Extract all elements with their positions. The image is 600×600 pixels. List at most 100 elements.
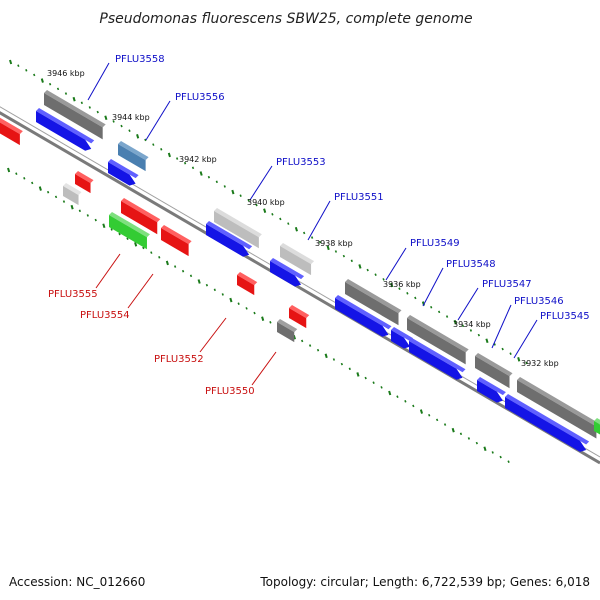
tick-mark (183, 161, 187, 165)
tick-mark (199, 171, 203, 176)
tick-mark (374, 273, 377, 277)
gene-label[interactable]: PFLU3554 (80, 310, 130, 321)
reverse-cds[interactable] (161, 225, 192, 257)
tick-mark (501, 347, 504, 351)
gene-feature[interactable] (407, 315, 469, 365)
tick-mark (25, 68, 28, 72)
tick-mark (104, 115, 108, 121)
tick-mark (167, 152, 171, 158)
gene-feature[interactable] (44, 90, 106, 140)
tick-mark (88, 106, 91, 109)
tick-mark (507, 460, 510, 463)
gene-label[interactable]: PFLU3551 (334, 192, 384, 203)
tick-mark (191, 166, 195, 170)
tick-mark (229, 297, 233, 303)
gene-label[interactable]: PFLU3546 (514, 296, 564, 307)
gene-label[interactable]: PFLU3545 (540, 311, 590, 322)
scale-label: 3934 kbp (453, 320, 491, 329)
tick-mark (445, 315, 449, 318)
forward-cds[interactable] (335, 295, 392, 337)
tick-mark (469, 329, 473, 332)
gene-feature[interactable] (517, 377, 600, 439)
tick-mark (181, 269, 185, 273)
reverse-cds[interactable] (75, 171, 94, 194)
tick-mark (120, 124, 123, 128)
gene-feature[interactable] (63, 183, 82, 206)
gene-feature[interactable] (280, 243, 315, 276)
tick-mark (136, 134, 140, 139)
scale-label: 3944 kbp (112, 113, 150, 122)
tick-mark (525, 361, 528, 365)
forward-gene-labels: PFLU3558 PFLU3556 PFLU3553 PFLU3551 PFLU… (115, 54, 590, 322)
tick-mark (485, 338, 489, 344)
label-leader-line (87, 62, 110, 101)
tick-mark (94, 218, 97, 222)
gene-label[interactable]: PFLU3547 (482, 279, 532, 290)
tick-mark (428, 413, 431, 417)
scale-label: 3942 kbp (179, 155, 217, 164)
map-title: Pseudomonas fluorescens SBW25, complete … (99, 11, 472, 27)
gene-feature[interactable] (118, 141, 149, 172)
forward-cds[interactable] (409, 338, 466, 380)
tick-mark (189, 274, 193, 278)
tick-mark (443, 423, 447, 426)
tick-mark (340, 362, 344, 366)
gene-label[interactable]: PFLU3552 (154, 354, 204, 365)
scale-label: 3932 kbp (521, 359, 559, 368)
reverse-cds[interactable] (0, 116, 23, 146)
tick-mark (356, 372, 360, 377)
tick-mark (517, 357, 521, 362)
tick-mark (467, 437, 471, 440)
gene-feature[interactable] (109, 212, 150, 250)
label-leader-line (491, 304, 512, 349)
label-leader-line (307, 200, 331, 241)
gene-label[interactable]: PFLU3549 (410, 238, 460, 249)
tick-mark (86, 214, 89, 217)
forward-cds[interactable] (505, 394, 590, 452)
forward-cds[interactable] (36, 108, 95, 151)
gene-label[interactable]: PFLU3556 (175, 92, 225, 103)
reverse-cds[interactable] (121, 198, 161, 235)
forward-cds[interactable] (477, 377, 506, 403)
gene-label[interactable]: PFLU3548 (446, 259, 496, 270)
forward-cds[interactable] (391, 327, 413, 349)
gene-label[interactable]: PFLU3550 (205, 386, 255, 397)
tick-mark (316, 348, 320, 352)
gene-label[interactable]: PFLU3553 (276, 157, 326, 168)
genome-summary-text: Topology: circular; Length: 6,722,539 bp… (259, 575, 590, 589)
tick-mark (223, 185, 226, 188)
forward-cds[interactable] (270, 258, 305, 287)
reverse-gene-labels: PFLU3555 PFLU3554 PFLU3552 PFLU3550 (48, 289, 255, 397)
tick-mark (142, 246, 145, 250)
gene-feature[interactable] (594, 418, 600, 436)
gene-feature[interactable] (475, 353, 513, 389)
scale-label: 3936 kbp (383, 280, 421, 289)
forward-cds[interactable] (206, 221, 253, 257)
tick-mark (72, 96, 76, 102)
tick-mark (253, 311, 256, 315)
tick-mark (308, 344, 312, 347)
tick-mark (126, 237, 129, 240)
gene-feature[interactable] (214, 208, 262, 249)
tick-mark (459, 432, 463, 436)
reverse-cds[interactable] (289, 305, 310, 329)
tick-mark (56, 87, 60, 91)
label-leader-line (457, 287, 479, 321)
gene-feature[interactable] (345, 279, 402, 326)
tick-mark (152, 143, 155, 146)
tick-mark (144, 138, 147, 142)
tick-mark (396, 395, 399, 398)
gene-feature[interactable] (277, 319, 298, 343)
tick-mark (112, 120, 115, 123)
tick-mark (499, 455, 502, 459)
tick-mark (475, 441, 478, 445)
tick-mark (205, 283, 209, 287)
gene-label[interactable]: PFLU3558 (115, 54, 165, 65)
reverse-cds[interactable] (237, 272, 258, 296)
tick-mark (261, 316, 265, 321)
gene-label[interactable]: PFLU3555 (48, 289, 98, 300)
tick-mark (118, 232, 121, 236)
tick-mark (215, 180, 218, 184)
forward-cds[interactable] (108, 159, 139, 186)
